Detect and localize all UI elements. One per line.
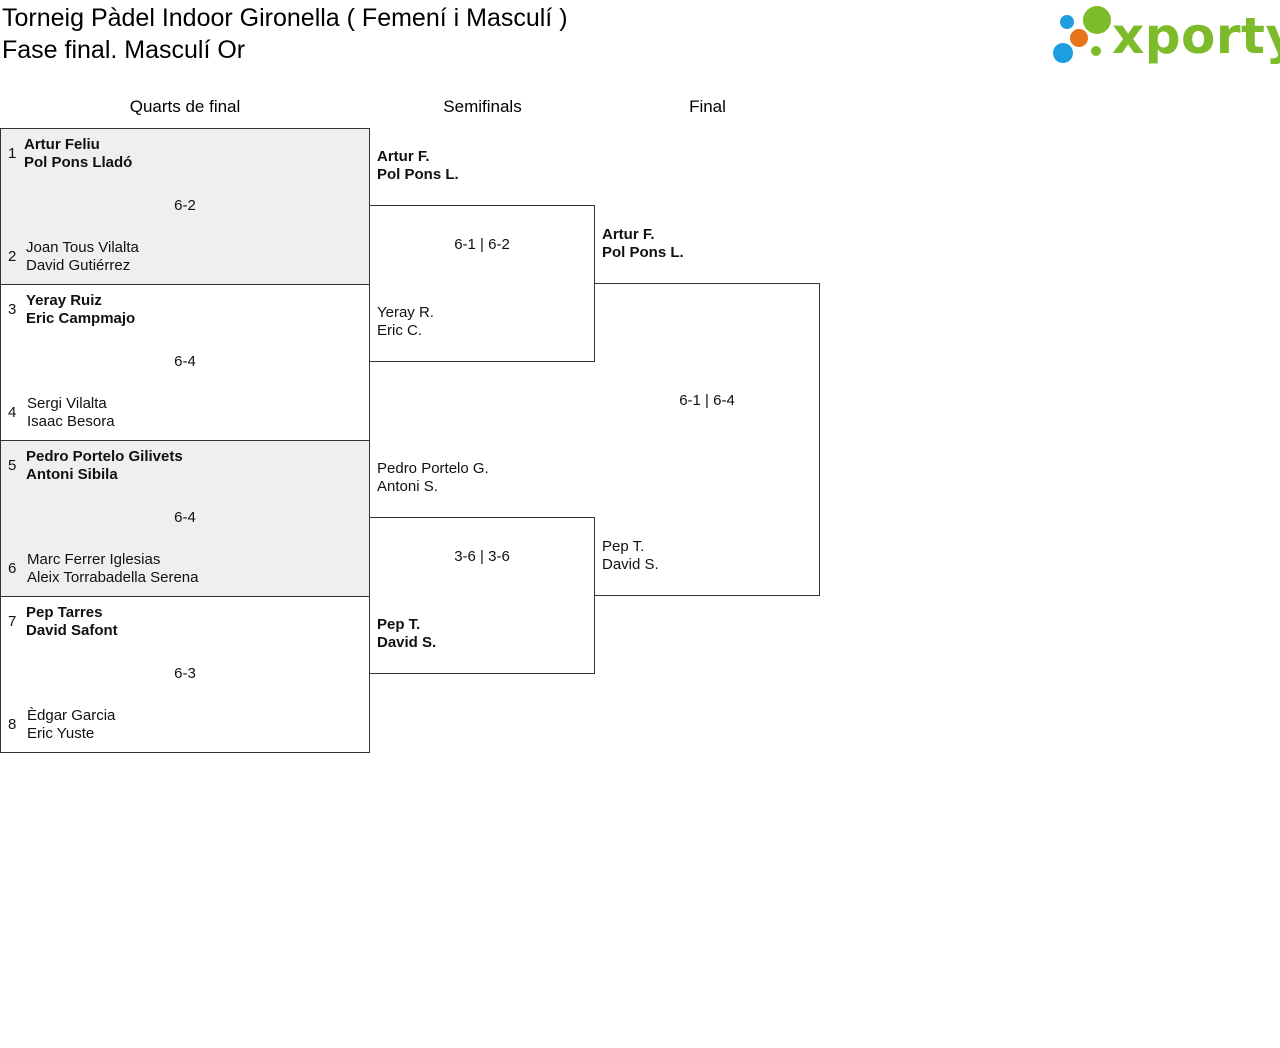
player-name: Pep T.	[377, 616, 421, 633]
seed-number: 7	[8, 613, 17, 630]
team-top-winner[interactable]: Yeray Ruiz Eric Campmajo	[26, 292, 135, 328]
semifinal-2-team-top[interactable]: Pedro Portelo G. Antoni S.	[377, 460, 489, 496]
quarterfinal-match-4: 7 Pep Tarres David Safont 6-3 8 Èdgar Ga…	[0, 596, 370, 753]
logo-dots-icon	[1053, 6, 1111, 63]
page-subtitle: Fase final. Masculí Or	[2, 36, 246, 64]
round-header-final: Final	[689, 97, 726, 116]
player-name: Antoni Sibila	[26, 466, 118, 483]
player-name: Artur F.	[602, 226, 655, 243]
final-match	[595, 283, 820, 596]
quarterfinal-match-3: 5 Pedro Portelo Gilivets Antoni Sibila 6…	[0, 440, 370, 597]
semifinal-2-score: 3-6 | 3-6	[454, 548, 510, 565]
seed-number: 8	[8, 716, 17, 733]
player-name: Pep Tarres	[26, 604, 103, 621]
logo-dot-green-small	[1091, 46, 1101, 56]
team-bottom[interactable]: Marc Ferrer Iglesias Aleix Torrabadella …	[27, 551, 199, 587]
quarterfinal-match-2: 3 Yeray Ruiz Eric Campmajo 6-4 4 Sergi V…	[0, 284, 370, 441]
player-name: Isaac Besora	[27, 413, 115, 430]
logo-wordmark: xporty	[1112, 7, 1280, 65]
player-name: Eric Yuste	[27, 725, 95, 742]
player-name: Joan Tous Vilalta	[26, 239, 139, 256]
team-bottom[interactable]: Joan Tous Vilalta David Gutiérrez	[26, 239, 139, 275]
team-bottom[interactable]: Èdgar Garcia Eric Yuste	[27, 707, 115, 743]
player-name: Marc Ferrer Iglesias	[27, 551, 161, 568]
player-name: Eric C.	[377, 322, 422, 339]
final-score: 6-1 | 6-4	[679, 392, 735, 409]
semifinal-2-team-bottom-winner[interactable]: Pep T. David S.	[377, 616, 436, 652]
semifinal-1-team-bottom[interactable]: Yeray R. Eric C.	[377, 304, 434, 340]
player-name: Aleix Torrabadella Serena	[27, 569, 199, 586]
seed-number: 6	[8, 560, 17, 577]
team-top-winner[interactable]: Pep Tarres David Safont	[26, 604, 118, 640]
player-name: David S.	[602, 556, 659, 573]
seed-number: 3	[8, 301, 17, 318]
player-name: David Safont	[26, 622, 118, 639]
seed-number: 2	[8, 248, 17, 265]
player-name: Antoni S.	[377, 478, 438, 495]
player-name: Sergi Vilalta	[27, 395, 107, 412]
player-name: Eric Campmajo	[26, 310, 136, 327]
quarterfinal-match-1: 1 Artur Feliu Pol Pons Lladó 6-2 2 Joan …	[0, 128, 370, 285]
player-name: Èdgar Garcia	[27, 707, 116, 724]
player-name: Pedro Portelo Gilivets	[26, 448, 183, 465]
player-name: Pep T.	[602, 538, 645, 555]
logo-dot-green	[1083, 6, 1111, 34]
semifinal-1-score: 6-1 | 6-2	[454, 236, 510, 253]
match-score: 6-3	[174, 665, 196, 682]
player-name: Yeray Ruiz	[26, 292, 102, 309]
match-score: 6-4	[174, 509, 196, 526]
logo-dot-orange	[1070, 29, 1088, 47]
final-team-bottom[interactable]: Pep T. David S.	[602, 538, 659, 574]
seed-number: 4	[8, 404, 17, 421]
xporty-logo[interactable]: xporty	[1050, 4, 1280, 68]
team-top-winner[interactable]: Pedro Portelo Gilivets Antoni Sibila	[26, 448, 183, 484]
player-name: Yeray R.	[377, 304, 434, 321]
player-name: David Gutiérrez	[26, 257, 131, 274]
seed-number: 1	[8, 145, 17, 162]
round-header-quarterfinals: Quarts de final	[129, 97, 241, 116]
player-name: Pedro Portelo G.	[377, 460, 489, 477]
player-name: Pol Pons Lladó	[24, 154, 133, 171]
team-bottom[interactable]: Sergi Vilalta Isaac Besora	[27, 395, 115, 431]
logo-dot-blue-large	[1053, 43, 1073, 63]
semifinal-1-team-top-winner[interactable]: Artur F. Pol Pons L.	[377, 148, 459, 184]
seed-number: 5	[8, 457, 17, 474]
team-top-winner[interactable]: Artur Feliu Pol Pons Lladó	[24, 136, 132, 172]
player-name: Pol Pons L.	[602, 244, 684, 261]
player-name: Artur F.	[377, 148, 430, 165]
match-score: 6-4	[174, 353, 196, 370]
player-name: Pol Pons L.	[377, 166, 459, 183]
player-name: Artur Feliu	[24, 136, 100, 153]
semifinal-match-1	[370, 205, 595, 362]
page-title: Torneig Pàdel Indoor Gironella ( Femení …	[2, 4, 568, 32]
semifinal-match-2	[370, 517, 595, 674]
player-name: David S.	[377, 634, 437, 651]
final-team-top-winner[interactable]: Artur F. Pol Pons L.	[602, 226, 684, 262]
round-header-semifinals: Semifinals	[443, 97, 522, 116]
match-score: 6-2	[174, 197, 196, 214]
logo-dot-blue-small	[1060, 15, 1074, 29]
